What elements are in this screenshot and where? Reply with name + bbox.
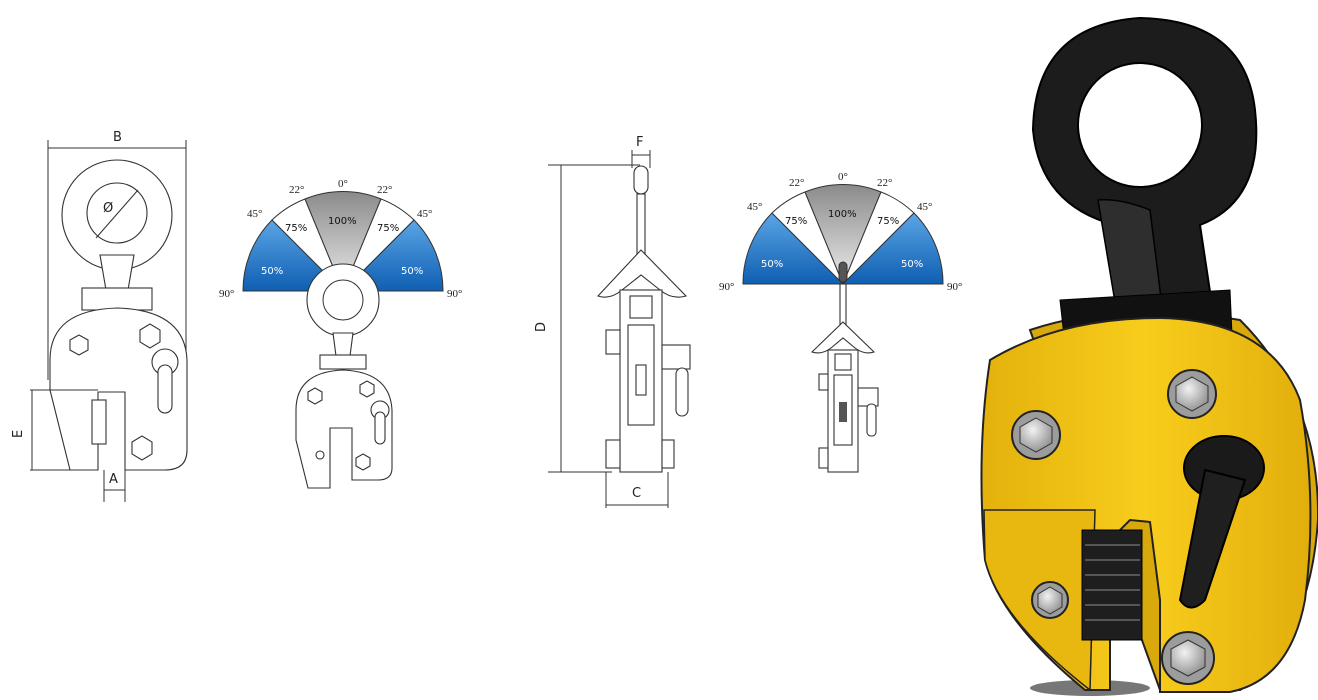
pct2-right-50: 50%: [901, 259, 923, 270]
angle-chart-side: 90° 45° 22° 0° 22° 45° 90° 100% 75% 75% …: [719, 171, 962, 293]
side-lever: [675, 367, 689, 417]
side-bolt-bottom-r: [661, 439, 675, 469]
small-side-shank: [839, 283, 847, 325]
angle-right-90: 90°: [447, 288, 462, 300]
small-eye-hole: [322, 279, 364, 321]
clamp-teeth-ridges: [1085, 544, 1140, 621]
sector2-center-100: [804, 183, 882, 286]
front-hex-bolt-2: [139, 323, 161, 349]
pct2-right-75: 75%: [877, 216, 899, 227]
sector-left-50: [242, 219, 345, 292]
small-shackle: [332, 332, 354, 357]
sector2-left-50: [742, 212, 845, 285]
angle2-right-90: 90°: [947, 281, 962, 293]
small-side-eye: [838, 261, 848, 283]
pct2-center-100: 100%: [828, 209, 857, 220]
clamp-bolt-3: [1037, 586, 1063, 615]
angle2-center-0: 0°: [838, 171, 848, 183]
front-view-small-clamp: [295, 263, 393, 489]
clamp-jaw-teeth: [1081, 529, 1143, 641]
small-hex-2: [359, 380, 375, 398]
side-teeth: [635, 364, 647, 396]
front-lever-handle: [157, 364, 173, 414]
pct-center-100: 100%: [328, 216, 357, 227]
small-side-bolt-2: [818, 447, 829, 469]
clamp-bolt-2: [1175, 376, 1209, 412]
side-view-small-clamp: [810, 261, 879, 473]
front-view-drawing: B Ø E A: [11, 130, 188, 502]
side-view-drawing: F D C: [534, 135, 691, 508]
front-hex-bolt-1: [69, 334, 89, 356]
front-pin-block: [81, 287, 153, 311]
dim-a-label: A: [109, 472, 118, 487]
small-rivet: [315, 450, 325, 460]
angle2-right-45: 45°: [917, 201, 932, 213]
small-eye-ring: [306, 263, 380, 337]
small-side-bolt-1: [818, 373, 829, 391]
clamp-3d-illustration: [980, 16, 1318, 696]
clamp-eye-hole: [1077, 62, 1203, 188]
pct-left-50: 50%: [261, 266, 283, 277]
front-shackle: [99, 254, 135, 291]
angle2-left-22: 22°: [789, 177, 804, 189]
small-hex-1: [307, 387, 323, 405]
angle-left-90: 90°: [219, 288, 234, 300]
pct2-left-75: 75%: [785, 216, 807, 227]
pct-right-50: 50%: [401, 266, 423, 277]
side-lever-block: [661, 344, 691, 370]
clamp-bolt-4: [1170, 639, 1206, 677]
side-eye-shank: [636, 193, 646, 255]
small-side-nut: [834, 353, 852, 371]
small-pin-block: [319, 354, 367, 370]
front-jaw-teeth: [91, 399, 107, 445]
dim-d-label: D: [534, 322, 549, 332]
angle-right-45: 45°: [417, 208, 432, 220]
dim-e-label: E: [11, 430, 26, 438]
angle-left-22: 22°: [289, 184, 304, 196]
dim-b-label: B: [113, 130, 122, 145]
angle2-right-22: 22°: [877, 177, 892, 189]
small-side-lever: [866, 403, 877, 437]
angle2-left-90: 90°: [719, 281, 734, 293]
angle-center-0: 0°: [338, 178, 348, 190]
side-bolt-top: [605, 329, 621, 355]
small-hex-3: [355, 453, 371, 471]
angle-left-45: 45°: [247, 208, 262, 220]
clamp-lever-handle: [1178, 468, 1247, 609]
front-hex-bolt-3: [131, 435, 153, 461]
small-lever: [374, 411, 386, 445]
small-side-wing: [810, 321, 876, 354]
dim-f-label: F: [636, 135, 643, 150]
side-eye-top: [633, 165, 649, 195]
sector-right-50: [341, 219, 444, 292]
sector-center-100: [304, 190, 382, 293]
clamp-bolt-1: [1019, 417, 1053, 453]
sector2-right-50: [841, 212, 944, 285]
dim-c-label: C: [632, 486, 641, 501]
pct2-left-50: 50%: [761, 259, 783, 270]
front-eye-hole: [86, 182, 148, 244]
angle2-left-45: 45°: [747, 201, 762, 213]
angle-chart-front: 90° 45° 22° 0° 22° 45° 90° 100% 75% 75% …: [219, 178, 462, 300]
diameter-label: Ø: [103, 201, 113, 216]
small-side-teeth: [839, 402, 847, 422]
side-nut: [629, 295, 653, 319]
diameter-line: [95, 189, 139, 239]
pct-left-75: 75%: [285, 223, 307, 234]
side-bolt-bottom: [605, 439, 621, 469]
angle-right-22: 22°: [377, 184, 392, 196]
pct-right-75: 75%: [377, 223, 399, 234]
small-side-lever-block: [857, 387, 879, 407]
